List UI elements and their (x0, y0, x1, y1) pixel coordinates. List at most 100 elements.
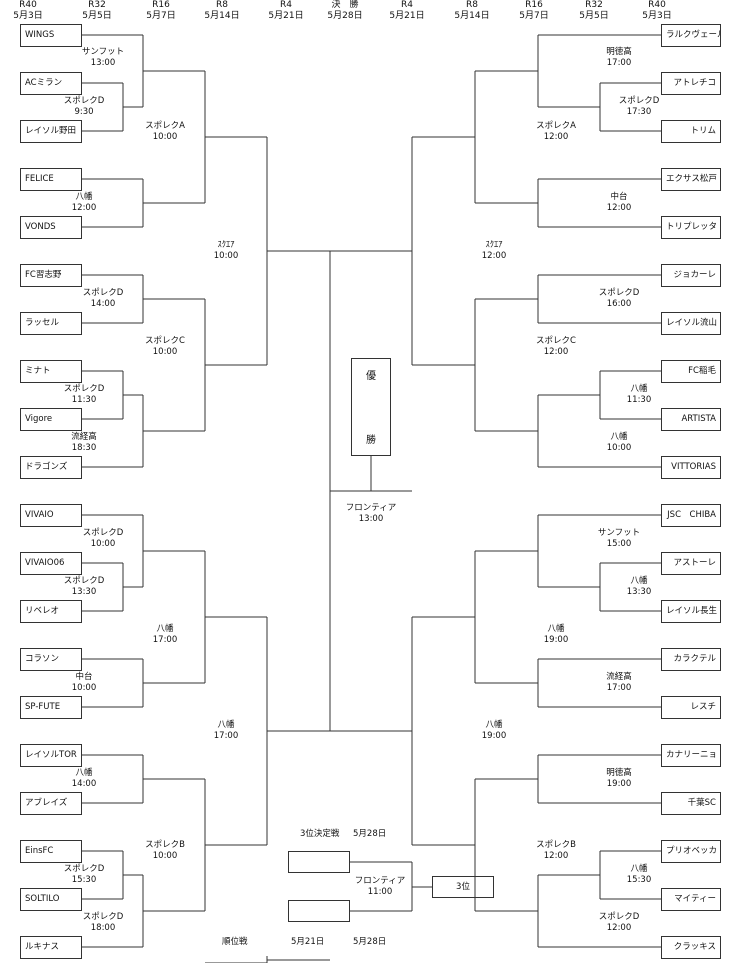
match-venue: スポレクD (598, 912, 640, 922)
match-time: 9:30 (74, 107, 94, 117)
team-right: プリオベッカ (661, 840, 721, 863)
round-date: 5月21日 (268, 11, 304, 21)
team-left: VIVAIO (20, 504, 82, 527)
round-name: R8 (466, 0, 478, 10)
team-left: ラッセル (20, 312, 82, 335)
team-left: ミナト (20, 360, 82, 383)
team-right: クラッキス (661, 936, 721, 959)
match-venue: スポレクD (598, 288, 640, 298)
match-venue: スポレクD (82, 912, 124, 922)
match-time: 19:00 (481, 731, 507, 741)
round-date: 5月14日 (454, 11, 490, 21)
round-name: R16 (152, 0, 170, 10)
team-right: レイソル長生 (661, 600, 721, 623)
match-venue: 八幡 (75, 768, 93, 778)
round-date: 5月5日 (579, 11, 609, 21)
third-place-slot-1 (288, 851, 350, 873)
match-venue: 八幡 (485, 720, 503, 730)
third-place-slot-2 (288, 900, 350, 922)
team-right: FC稲毛 (661, 360, 721, 383)
match-venue: スポレクD (82, 288, 124, 298)
round-date: 5月21日 (389, 11, 425, 21)
match-time: 18:00 (90, 923, 116, 933)
team-left: コラソン (20, 648, 82, 671)
team-left: アブレイズ (20, 792, 82, 815)
match-time: 18:30 (71, 443, 97, 453)
match-time: 12:00 (543, 347, 569, 357)
match-time: 17:00 (213, 731, 239, 741)
round-name: R40 (19, 0, 37, 10)
match-venue: 八幡 (156, 624, 174, 634)
match-time: 10:00 (152, 132, 178, 142)
round-date: 5月14日 (204, 11, 240, 21)
match-venue: 流経高 (71, 432, 97, 442)
match-venue: 中台 (75, 672, 93, 682)
match-time: 11:30 (71, 395, 97, 405)
match-time: 15:30 (71, 875, 97, 885)
match-venue: 八幡 (75, 192, 93, 202)
team-right: カナリーニョ (661, 744, 721, 767)
match-venue: サンフット (597, 528, 641, 538)
round-date: 5月7日 (519, 11, 549, 21)
match-venue: 八幡 (630, 384, 648, 394)
team-right: レイソル流山 (661, 312, 721, 335)
match-venue: スポレクC (145, 336, 185, 346)
match-venue: スポレクD (618, 96, 660, 106)
team-left: SP-FUTE (20, 696, 82, 719)
champion-char-2: 勝 (366, 435, 376, 446)
team-left: FC習志野 (20, 264, 82, 287)
match-venue: フロンティア (354, 876, 406, 886)
match-venue: スポレクD (63, 96, 105, 106)
match-time: 12:00 (481, 251, 507, 261)
team-right: マイティー (661, 888, 721, 911)
match-time: 15:00 (606, 539, 632, 549)
match-venue: 中台 (610, 192, 628, 202)
round-name: R4 (280, 0, 292, 10)
third-place-date: 5月28日 (353, 829, 387, 839)
match-venue: 八幡 (630, 576, 648, 586)
match-time: 12:00 (543, 132, 569, 142)
team-left: Vigore (20, 408, 82, 431)
match-time: 16:00 (606, 299, 632, 309)
match-venue: サンフット (81, 47, 125, 57)
team-right: アストーレ (661, 552, 721, 575)
match-venue: スポレクC (536, 336, 576, 346)
match-time: 11:00 (367, 887, 393, 897)
champion-box: 優 勝 (351, 358, 391, 456)
team-left: ドラゴンズ (20, 456, 82, 479)
match-venue: スポレクA (145, 121, 185, 131)
team-left: SOLTILO (20, 888, 82, 911)
match-venue: 明徳高 (606, 768, 632, 778)
match-venue: ｽｸｴｱ (217, 240, 235, 250)
match-time: 10:00 (152, 347, 178, 357)
match-time: 13:30 (626, 587, 652, 597)
match-venue: スポレクA (536, 121, 576, 131)
match-time: 12:00 (606, 203, 632, 213)
round-date: 5月5日 (82, 11, 112, 21)
team-left: VONDS (20, 216, 82, 239)
team-left: WINGS (20, 24, 82, 47)
match-time: 11:30 (626, 395, 652, 405)
